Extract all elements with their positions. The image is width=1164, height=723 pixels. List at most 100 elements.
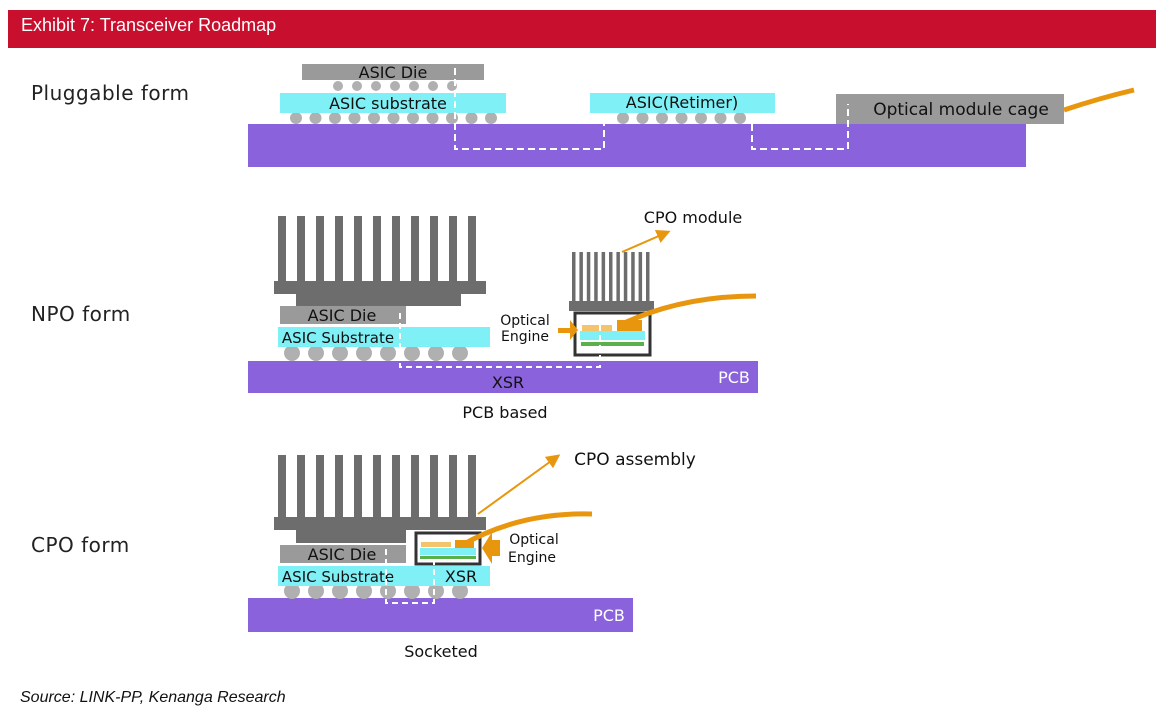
solder-ball: [368, 112, 380, 124]
asic-die-label: ASIC Die: [359, 63, 428, 82]
heatsink-fin: [638, 252, 643, 301]
retimer-solder-balls: [617, 112, 746, 124]
solder-ball: [329, 112, 341, 124]
solder-ball: [380, 345, 396, 361]
solder-ball: [284, 583, 300, 599]
solder-ball: [617, 112, 629, 124]
heatsink-fin: [609, 252, 613, 301]
heatsink-fin: [354, 216, 362, 282]
heatsink-fin: [373, 455, 381, 518]
cpo-module-laser: [617, 320, 642, 331]
retimer-block: [590, 93, 775, 113]
solder-ball: [308, 345, 324, 361]
pluggable-diagram: ASIC substrate ASIC Die ASIC(Retimer) Op…: [248, 63, 1135, 167]
heatsink-fin: [354, 455, 362, 518]
heatsink-fin: [411, 216, 419, 282]
heatsink-fin: [316, 216, 324, 282]
solder-ball: [404, 345, 420, 361]
npo-optical-engine-label-2: Engine: [501, 329, 549, 345]
npo-asic-die-label: ASIC Die: [308, 306, 377, 325]
solder-ball: [356, 583, 372, 599]
solder-ball: [308, 583, 324, 599]
cpo-optical-engine-label-1: Optical: [509, 532, 558, 548]
cpo-caption: Socketed: [404, 642, 478, 661]
cpo-assembly-pointer: [477, 454, 561, 515]
cpo-asic-substrate-block: [278, 566, 490, 586]
cpo-optical-engine-label-2: Engine: [508, 550, 556, 566]
cpo-xsr-label: XSR: [445, 567, 477, 586]
solder-ball: [426, 112, 439, 124]
cpo-module-heatsink: [572, 252, 650, 301]
heatsink-fin: [278, 455, 286, 518]
cpo-solder-balls: [284, 583, 468, 599]
die-bump: [333, 81, 343, 91]
heatsink-fin: [392, 455, 400, 518]
cpo-heatsink-pedestal: [296, 530, 406, 543]
npo-solder-balls: [284, 345, 468, 361]
heatsink-fin: [601, 252, 606, 301]
heatsink-fin: [449, 455, 457, 518]
asic-die-block: [302, 64, 484, 80]
solder-ball: [332, 583, 348, 599]
cpo-form-label: CPO form: [31, 533, 130, 557]
solder-ball: [290, 112, 302, 124]
optical-module-cage-label: Optical module cage: [873, 100, 1049, 120]
solder-ball: [428, 583, 444, 599]
die-bump: [428, 81, 438, 91]
npo-caption: PCB based: [462, 403, 547, 422]
npo-asic-heatsink: [278, 216, 476, 282]
npo-asic-substrate-block: [278, 327, 490, 347]
pluggable-pcb: [248, 124, 1026, 167]
solder-ball: [387, 112, 400, 124]
pluggable-solder-balls: [290, 112, 497, 124]
cpo-engine-substrate: [420, 548, 476, 555]
npo-heatsink-base: [274, 281, 486, 294]
solder-ball: [734, 112, 746, 124]
cpo-engine-chip: [421, 542, 451, 547]
npo-optical-engine-label-1: Optical: [500, 313, 549, 329]
heatsink-fin: [579, 252, 583, 301]
cpo-engine-board: [420, 556, 476, 559]
optical-module-cage: [836, 94, 1064, 124]
exhibit-title: Exhibit 7: Transceiver Roadmap: [21, 15, 277, 35]
cpo-asic-die-label: ASIC Die: [308, 545, 377, 564]
solder-ball: [675, 112, 688, 124]
heatsink-fin: [430, 216, 438, 282]
cpo-module-label: CPO module: [644, 208, 742, 227]
solder-ball: [309, 112, 322, 124]
heatsink-fin: [373, 216, 381, 282]
cpo-asic-die-block: [280, 545, 406, 563]
heatsink-fin: [430, 455, 438, 518]
heatsink-fin: [468, 455, 476, 518]
solder-ball: [695, 112, 707, 124]
cpo-asic-heatsink: [278, 455, 476, 518]
cpo-signal-path: [385, 549, 435, 604]
solder-ball: [452, 583, 468, 599]
cpo-module-substrate: [580, 331, 645, 340]
npo-heatsink-pedestal: [296, 294, 461, 306]
solder-ball: [636, 112, 649, 124]
heatsink-fin: [411, 455, 419, 518]
cpo-fiber: [460, 511, 593, 548]
solder-ball: [446, 112, 458, 124]
die-bump: [409, 81, 419, 91]
npo-xsr-label: XSR: [492, 373, 524, 392]
die-bump: [352, 81, 362, 91]
cpo-pcb-label: PCB: [593, 606, 625, 625]
cpo-module-base: [569, 301, 654, 311]
npo-fiber: [618, 293, 757, 328]
heatsink-fin: [316, 455, 324, 518]
npo-pcb: [248, 361, 758, 393]
pluggable-form-label: Pluggable form: [31, 81, 190, 105]
heatsink-fin: [335, 216, 343, 282]
source-note: Source: LINK-PP, Kenanga Research: [20, 689, 286, 706]
cpo-asic-substrate-label: ASIC Substrate: [282, 568, 394, 586]
solder-ball: [656, 112, 668, 124]
retimer-label: ASIC(Retimer): [626, 93, 738, 112]
heatsink-fin: [449, 216, 457, 282]
npo-optical-engine-arrow: [558, 320, 578, 340]
heatsink-fin: [297, 216, 305, 282]
solder-ball: [380, 583, 396, 599]
npo-signal-path: [399, 313, 601, 368]
